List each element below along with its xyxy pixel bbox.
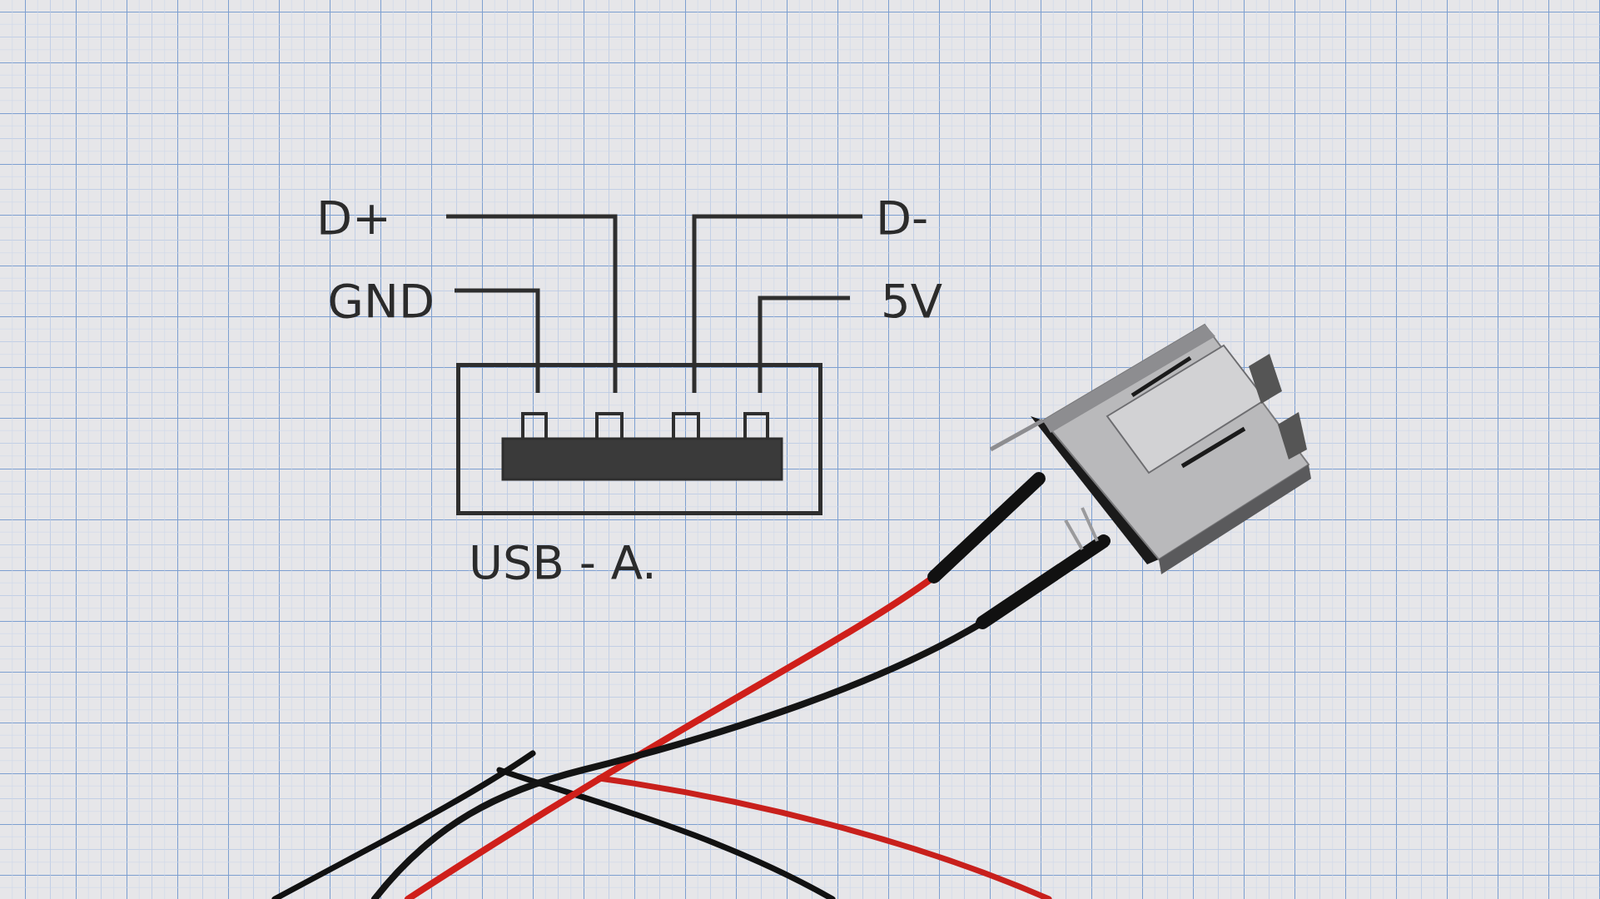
- pin-name: GND: [327, 278, 435, 325]
- gnd-line: [454, 290, 538, 393]
- wires: [274, 478, 1104, 899]
- pin-name: 5V: [880, 278, 943, 325]
- connector-tongue: [502, 438, 782, 480]
- pin-name: D-: [875, 194, 929, 242]
- pin-contacts: [522, 413, 768, 441]
- connector-outline: USB - A.: [456, 362, 823, 516]
- usb-connector-photo: [990, 324, 1312, 575]
- pin-name: D+: [316, 194, 392, 242]
- connector-caption: USB - A.: [468, 539, 657, 587]
- vbus-line: [760, 298, 850, 393]
